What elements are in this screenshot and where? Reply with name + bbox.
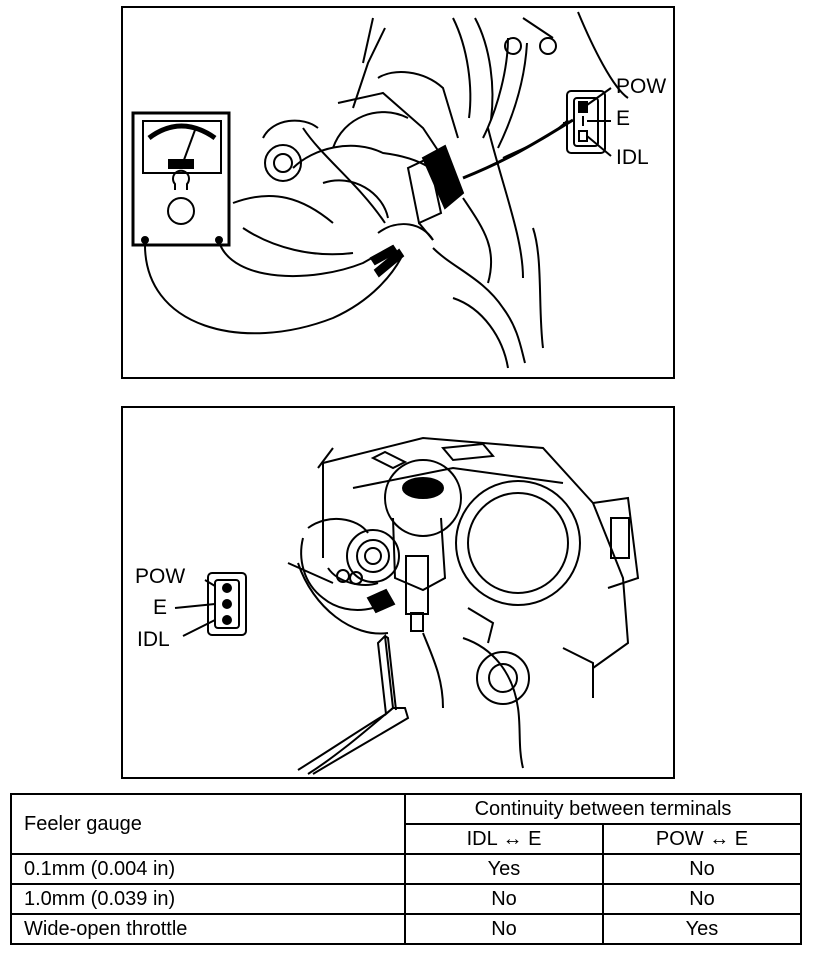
pow-e-cell: No [602,853,802,885]
pow-terminal-label: POW [616,75,667,98]
idl-e-cell: No [404,913,604,945]
ohmmeter-icon [131,111,231,247]
pow-terminal-label: POW [135,565,186,588]
throttle-body-drawing [287,436,640,769]
e-terminal-label: E [153,596,168,619]
pow-e-cell: Yes [602,913,802,945]
feeler-gauge-illustration: POW E IDL [121,406,675,779]
gauge-cell: 1.0mm (0.039 in) [10,883,406,915]
table-subheader-row: IDL ↔ E POW ↔ E [11,823,802,855]
e-terminal-label: E [616,107,631,130]
pow-e-cell: No [602,883,802,915]
continuity-group-header: Continuity between terminals [404,793,802,825]
pow-e-column-header: POW ↔ E [602,823,802,855]
feeler-gauge-icon [297,633,410,775]
table-row: 1.0mm (0.039 in) No No [10,883,802,915]
ohmmeter-test-illustration: POW E IDL [121,6,675,379]
table-row: Wide-open throttle No Yes [10,913,802,945]
throttle-body-drawing [174,436,640,775]
throttle-body-drawing [232,11,629,369]
feeler-gauge-header: Feeler gauge [10,793,406,855]
gauge-cell: 0.1mm (0.004 in) [10,853,406,885]
table-header-row: Feeler gauge Continuity between terminal… [10,793,802,855]
table-row: 0.1mm (0.004 in) Yes No [10,853,802,885]
continuity-table: Feeler gauge Continuity between terminal… [10,793,802,945]
idl-e-cell: No [404,883,604,915]
tps-connector-icon [174,572,247,637]
tps-connector-icon [563,87,612,157]
idl-terminal-label: IDL [616,146,649,169]
engine-drawing [131,11,629,369]
idl-terminal-label: IDL [137,628,170,651]
idl-e-cell: Yes [404,853,604,885]
idl-e-column-header: IDL ↔ E [404,823,604,855]
gauge-cell: Wide-open throttle [10,913,406,945]
